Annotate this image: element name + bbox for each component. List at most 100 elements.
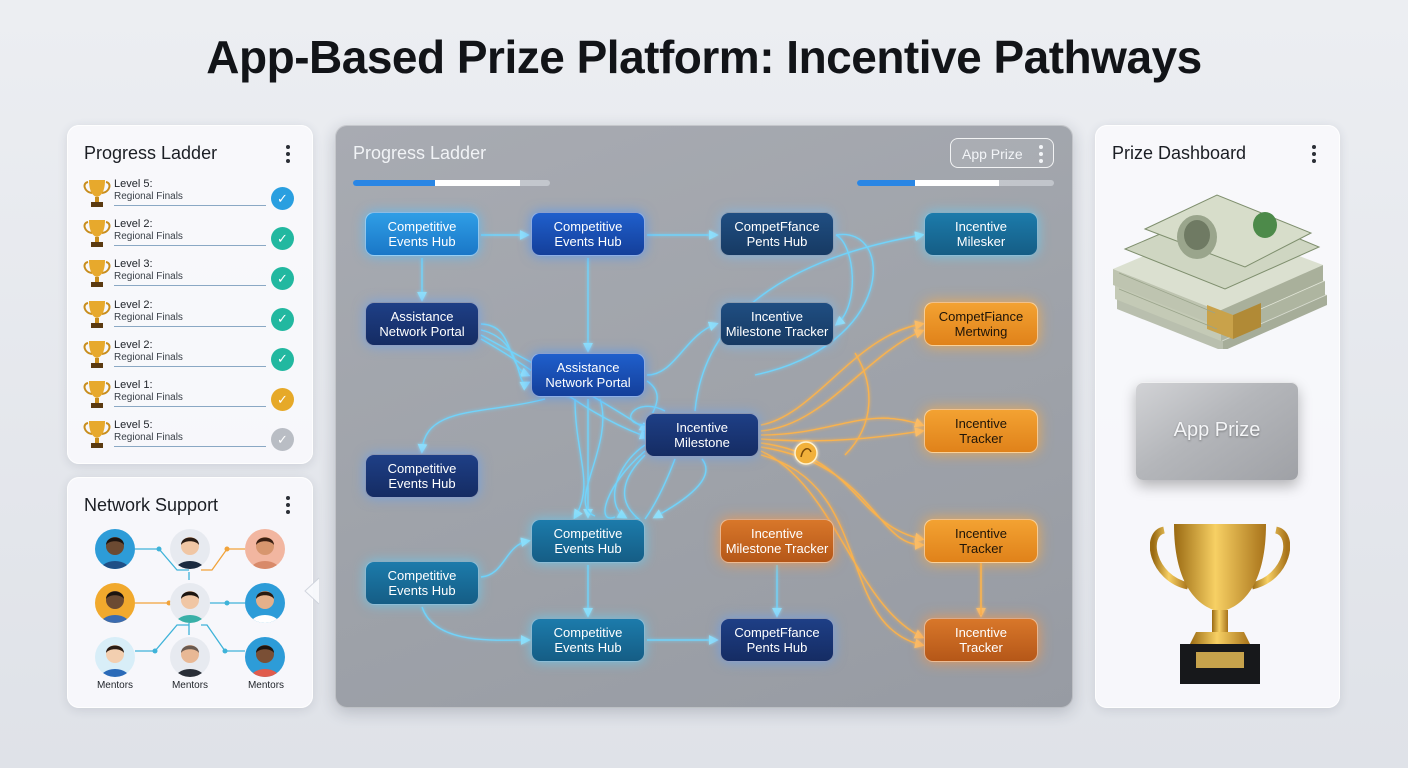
connection-line <box>761 418 922 435</box>
avatar[interactable] <box>170 583 210 623</box>
trophy-icon <box>83 420 111 450</box>
flow-node-label: Competitive Events Hub <box>388 568 457 598</box>
ladder-divider <box>114 326 266 327</box>
flow-node-label: Incentive Milestone Tracker <box>726 526 829 556</box>
flow-node-label: CompetFiance Mertwing <box>939 309 1024 339</box>
ladder-item[interactable]: Level 2:Regional Finals✓ <box>83 338 298 376</box>
flow-node[interactable]: Competitive Events Hub <box>531 618 645 662</box>
avatar[interactable] <box>95 529 135 569</box>
ladder-item[interactable]: Level 1:Regional Finals✓ <box>83 378 298 416</box>
flow-node[interactable]: CompetFiance Mertwing <box>924 302 1038 346</box>
connection-line <box>645 459 675 519</box>
ladder-item[interactable]: Level 2:Regional Finals✓ <box>83 217 298 255</box>
ladder-level: Level 1: <box>114 379 153 391</box>
flow-node[interactable]: Assistance Network Portal <box>531 353 645 397</box>
person-icon <box>170 529 210 569</box>
flow-node-label: Competitive Events Hub <box>388 461 457 491</box>
ladder-divider <box>114 245 266 246</box>
trophy-icon <box>83 179 111 209</box>
page-title: App-Based Prize Platform: Incentive Path… <box>0 30 1408 84</box>
cash-stack-icon <box>1105 189 1335 349</box>
flow-node-label: Incentive Tracker <box>955 625 1007 655</box>
ladder-item[interactable]: Level 2:Regional Finals ✓ <box>83 298 298 336</box>
check-icon: ✓ <box>271 428 294 451</box>
avatar[interactable] <box>170 637 210 677</box>
avatar[interactable] <box>170 529 210 569</box>
ladder-divider <box>114 446 266 447</box>
check-icon: ✓ <box>271 348 294 371</box>
network-support-card: Network Support Mentors Mentors Mentors <box>67 477 313 708</box>
ladder-level: Level 2: <box>114 339 153 351</box>
flow-node[interactable]: Competitive Events Hub <box>531 519 645 563</box>
ladder-sub: Regional Finals <box>114 432 183 443</box>
connection-line <box>761 431 922 441</box>
trophy-icon <box>1150 520 1290 690</box>
app-prize-card-label: App Prize <box>1136 419 1298 442</box>
trophy-icon <box>83 300 111 330</box>
ladder-level: Level 2: <box>114 299 153 311</box>
flow-node-label: Incentive Tracker <box>955 416 1007 446</box>
person-icon <box>95 529 135 569</box>
avatar[interactable] <box>245 529 285 569</box>
ladder-level: Level 3: <box>114 258 153 270</box>
trophy-icon <box>83 259 111 289</box>
connection-line <box>422 399 545 451</box>
ladder-sub: Regional Finals <box>114 191 183 202</box>
flow-node[interactable]: Incentive Tracker <box>924 409 1038 453</box>
ladder-level: Level 5: <box>114 178 153 190</box>
panel-connector-arrow <box>301 576 321 606</box>
prize-dashboard-title: Prize Dashboard <box>1112 143 1246 164</box>
flow-node-label: Competitive Events Hub <box>554 219 623 249</box>
flow-node[interactable]: CompetFfance Pents Hub <box>720 212 834 256</box>
ladder-item[interactable]: Level 5:Regional Finals✓ <box>83 418 298 456</box>
ladder-item[interactable]: Level 5:Regional Finals ✓ <box>83 177 298 215</box>
prize-more-icon[interactable] <box>1312 145 1316 163</box>
flow-node[interactable]: Incentive Tracker <box>924 618 1038 662</box>
person-icon <box>245 637 285 677</box>
check-icon: ✓ <box>271 187 294 210</box>
connection-line <box>481 541 528 577</box>
flow-node-label: Assistance Network Portal <box>379 309 464 339</box>
ladder-level: Level 2: <box>114 218 153 230</box>
flow-node-label: Assistance Network Portal <box>545 360 630 390</box>
ladder-divider <box>114 285 266 286</box>
flow-node[interactable]: Competitive Events Hub <box>531 212 645 256</box>
trophy-icon <box>83 219 111 249</box>
flow-node-label: Competitive Events Hub <box>388 219 457 249</box>
flow-node[interactable]: Assistance Network Portal <box>365 302 479 346</box>
trophy-icon <box>83 340 111 370</box>
check-icon: ✓ <box>271 267 294 290</box>
avatar[interactable] <box>95 583 135 623</box>
flow-node[interactable]: Incentive Milesker <box>924 212 1038 256</box>
flow-node[interactable]: Incentive Milestone Tracker <box>720 302 834 346</box>
flow-node[interactable]: Incentive Milestone <box>645 413 759 457</box>
ladder-divider <box>114 406 266 407</box>
app-prize-card[interactable]: App Prize <box>1136 382 1298 480</box>
check-icon: ✓ <box>271 227 294 250</box>
flow-node[interactable]: Competitive Events Hub <box>365 212 479 256</box>
ladder-more-icon[interactable] <box>286 145 290 163</box>
person-icon <box>170 637 210 677</box>
flow-node[interactable]: Incentive Tracker <box>924 519 1038 563</box>
flow-node[interactable]: Incentive Milestone Tracker <box>720 519 834 563</box>
avatar[interactable] <box>245 637 285 677</box>
avatar[interactable] <box>95 637 135 677</box>
flow-node-label: Incentive Milesker <box>955 219 1007 249</box>
prize-dashboard-card: Prize Dashboard App Prize <box>1095 125 1340 708</box>
ladder-sub: Regional Finals <box>114 271 183 282</box>
ladder-sub: Regional Finals <box>114 312 183 323</box>
flow-node-label: CompetFfance Pents Hub <box>734 625 819 655</box>
flow-node[interactable]: CompetFfance Pents Hub <box>720 618 834 662</box>
person-icon <box>245 583 285 623</box>
connection-line <box>575 399 584 517</box>
avatar[interactable] <box>245 583 285 623</box>
ladder-divider <box>114 205 266 206</box>
flow-node[interactable]: Competitive Events Hub <box>365 561 479 605</box>
flow-node[interactable]: Competitive Events Hub <box>365 454 479 498</box>
progress-ladder-card: Progress Ladder Level 5:Regional Finals✓… <box>67 125 313 464</box>
check-icon: ✓ <box>271 308 294 331</box>
ladder-divider <box>114 366 266 367</box>
flow-node-label: CompetFfance Pents Hub <box>734 219 819 249</box>
ladder-item[interactable]: Level 3:Regional Finals ✓ <box>83 257 298 295</box>
ladder-sub: Regional Finals <box>114 392 183 403</box>
